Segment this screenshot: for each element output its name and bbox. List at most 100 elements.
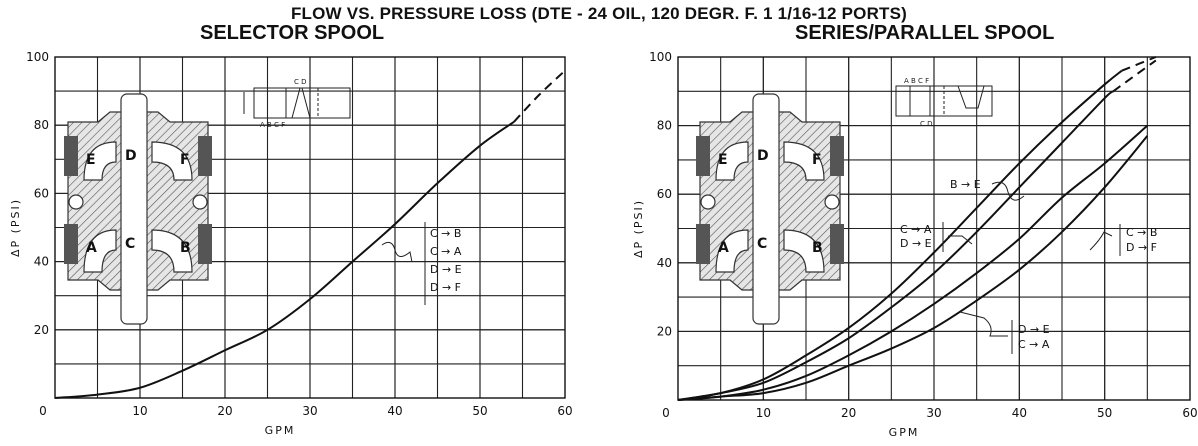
selector-symbol-arrow (301, 87, 311, 119)
selector-legend-leader (381, 241, 413, 263)
selector-valve-port-label: A (86, 240, 97, 256)
series-parallel-x-tick-label: 30 (926, 406, 941, 420)
selector-port-f-thread (198, 136, 212, 176)
selector-legend-label: D → F (430, 281, 461, 294)
selector-passage-a (83, 229, 117, 273)
selector-spool-title: SELECTOR SPOOL (200, 22, 385, 44)
selector-valve-port-label: E (86, 152, 96, 168)
selector-passage-e (83, 141, 117, 181)
series-parallel-symbol-top-ports: A B C F (904, 77, 929, 85)
series-parallel-passage-e (715, 141, 749, 181)
selector-passage-b (151, 229, 193, 273)
series-parallel-leader-c-a (948, 235, 973, 245)
selector-spool-symbol: C DA B C F (243, 78, 351, 129)
selector-x-tick-label: 50 (472, 404, 487, 418)
series-parallel-y-axis-label: ΔP (PSI) (632, 199, 645, 258)
series-parallel-series-line-1 (677, 90, 1114, 401)
selector-y-axis-label: ΔP (PSI) (9, 198, 22, 257)
selector-bore-left (68, 194, 84, 210)
series-parallel-bore-left (700, 194, 716, 210)
selector-x-tick-label: 20 (217, 404, 232, 418)
series-parallel-series-extension-0 (1121, 56, 1157, 72)
series-parallel-y-tick-label: 40 (657, 256, 672, 270)
series-parallel-port-b-thread (830, 224, 844, 264)
selector-legend-label: D → E (430, 263, 462, 276)
series-parallel-symbol-path (957, 85, 985, 109)
selector-y-tick-label: 40 (34, 255, 49, 269)
series-parallel-valve-port-label: C (757, 236, 767, 252)
series-parallel-annotation-d-e-lower: D → E (1018, 323, 1050, 336)
series-parallel-y-tick-label: 80 (657, 119, 672, 133)
selector-valve-port-label: B (180, 240, 191, 256)
selector-x-axis-label: GPM (265, 424, 296, 437)
series-parallel-plot-frame (677, 56, 1191, 401)
series-parallel-x-tick-label: 20 (841, 406, 856, 420)
selector-y-tick-label: 100 (26, 50, 49, 64)
series-parallel-series-line-3 (677, 135, 1149, 401)
series-parallel-valve-spool (752, 93, 780, 325)
selector-series-line-0 (54, 120, 515, 399)
series-parallel-port-e-thread (696, 136, 710, 176)
series-parallel-annotation-c-a-lower: C → A (1018, 338, 1050, 351)
series-parallel-x-tick-label: 40 (1012, 406, 1027, 420)
selector-valve-port-label: C (125, 236, 135, 252)
selector-x-tick-label: 30 (302, 404, 317, 418)
selector-plot-frame (54, 56, 566, 399)
selector-valve-spool (120, 93, 148, 325)
series-parallel-passage-a (715, 229, 749, 273)
series-parallel-port-a-thread (696, 224, 710, 264)
series-parallel-bore-right (824, 194, 840, 210)
selector-legend-label: C → B (430, 227, 461, 240)
selector-x-tick-label: 60 (557, 404, 572, 418)
selector-symbol-arrow (291, 87, 301, 119)
series-parallel-annotation-d-e: D → E (900, 237, 932, 250)
series-parallel-y-tick-label: 60 (657, 187, 672, 201)
selector-series-extension-0 (513, 69, 566, 123)
selector-passage-f (151, 141, 193, 181)
selector-legend-label: C → A (430, 245, 462, 258)
series-parallel-spool-title: SERIES/PARALLEL SPOOL (795, 22, 1055, 44)
series-parallel-y-tick-label: 100 (649, 50, 672, 64)
selector-port-e-thread (64, 136, 78, 176)
selector-port-b-thread (198, 224, 212, 264)
selector-valve-cutaway: E D F A C B (64, 93, 212, 325)
series-parallel-annotation-c-b: C → B (1126, 226, 1157, 239)
series-parallel-valve-port-label: E (718, 152, 728, 168)
series-parallel-x-tick-label: 10 (756, 406, 771, 420)
series-parallel-symbol-bottom-ports: C D (920, 120, 933, 128)
selector-valve-port-label: F (180, 152, 190, 168)
series-parallel-valve-port-label: A (718, 240, 729, 256)
series-parallel-series-extension-1 (1112, 59, 1157, 93)
selector-y-tick-label: 60 (34, 186, 49, 200)
selector-x-tick-label: 40 (387, 404, 402, 418)
series-parallel-valve-port-label: F (812, 152, 822, 168)
series-parallel-y-tick-label: 20 (657, 324, 672, 338)
page-title: FLOW VS. PRESSURE LOSS (DTE - 24 OIL, 12… (290, 4, 908, 23)
series-parallel-annotation-d-f: D → F (1126, 241, 1157, 254)
series-parallel-x-tick-label: 0 (662, 406, 670, 420)
series-parallel-passage-b (783, 229, 825, 273)
selector-bore-right (192, 194, 208, 210)
series-parallel-annotation-c-a: C → A (900, 223, 932, 236)
selector-port-a-thread (64, 224, 78, 264)
series-parallel-x-axis-label: GPM (889, 426, 920, 439)
selector-symbol-box (253, 87, 351, 119)
series-parallel-valve-port-label: D (757, 148, 769, 164)
series-parallel-x-tick-label: 60 (1182, 406, 1197, 420)
series-parallel-valve-port-label: B (812, 240, 823, 256)
series-parallel-series-line-2 (677, 124, 1148, 401)
selector-x-tick-label: 10 (132, 404, 147, 418)
series-parallel-passage-f (783, 141, 825, 181)
selector-y-tick-label: 20 (34, 323, 49, 337)
selector-valve-port-label: D (125, 148, 137, 164)
series-parallel-x-tick-label: 50 (1097, 406, 1112, 420)
selector-y-tick-label: 80 (34, 118, 49, 132)
series-parallel-port-f-thread (830, 136, 844, 176)
series-parallel-valve-cutaway: E D F A C B (696, 93, 844, 325)
series-parallel-annotation-b-e: B → E (950, 178, 981, 191)
selector-symbol-bottom-ports: A B C F (260, 121, 285, 129)
series-parallel-series-line-0 (677, 69, 1123, 401)
